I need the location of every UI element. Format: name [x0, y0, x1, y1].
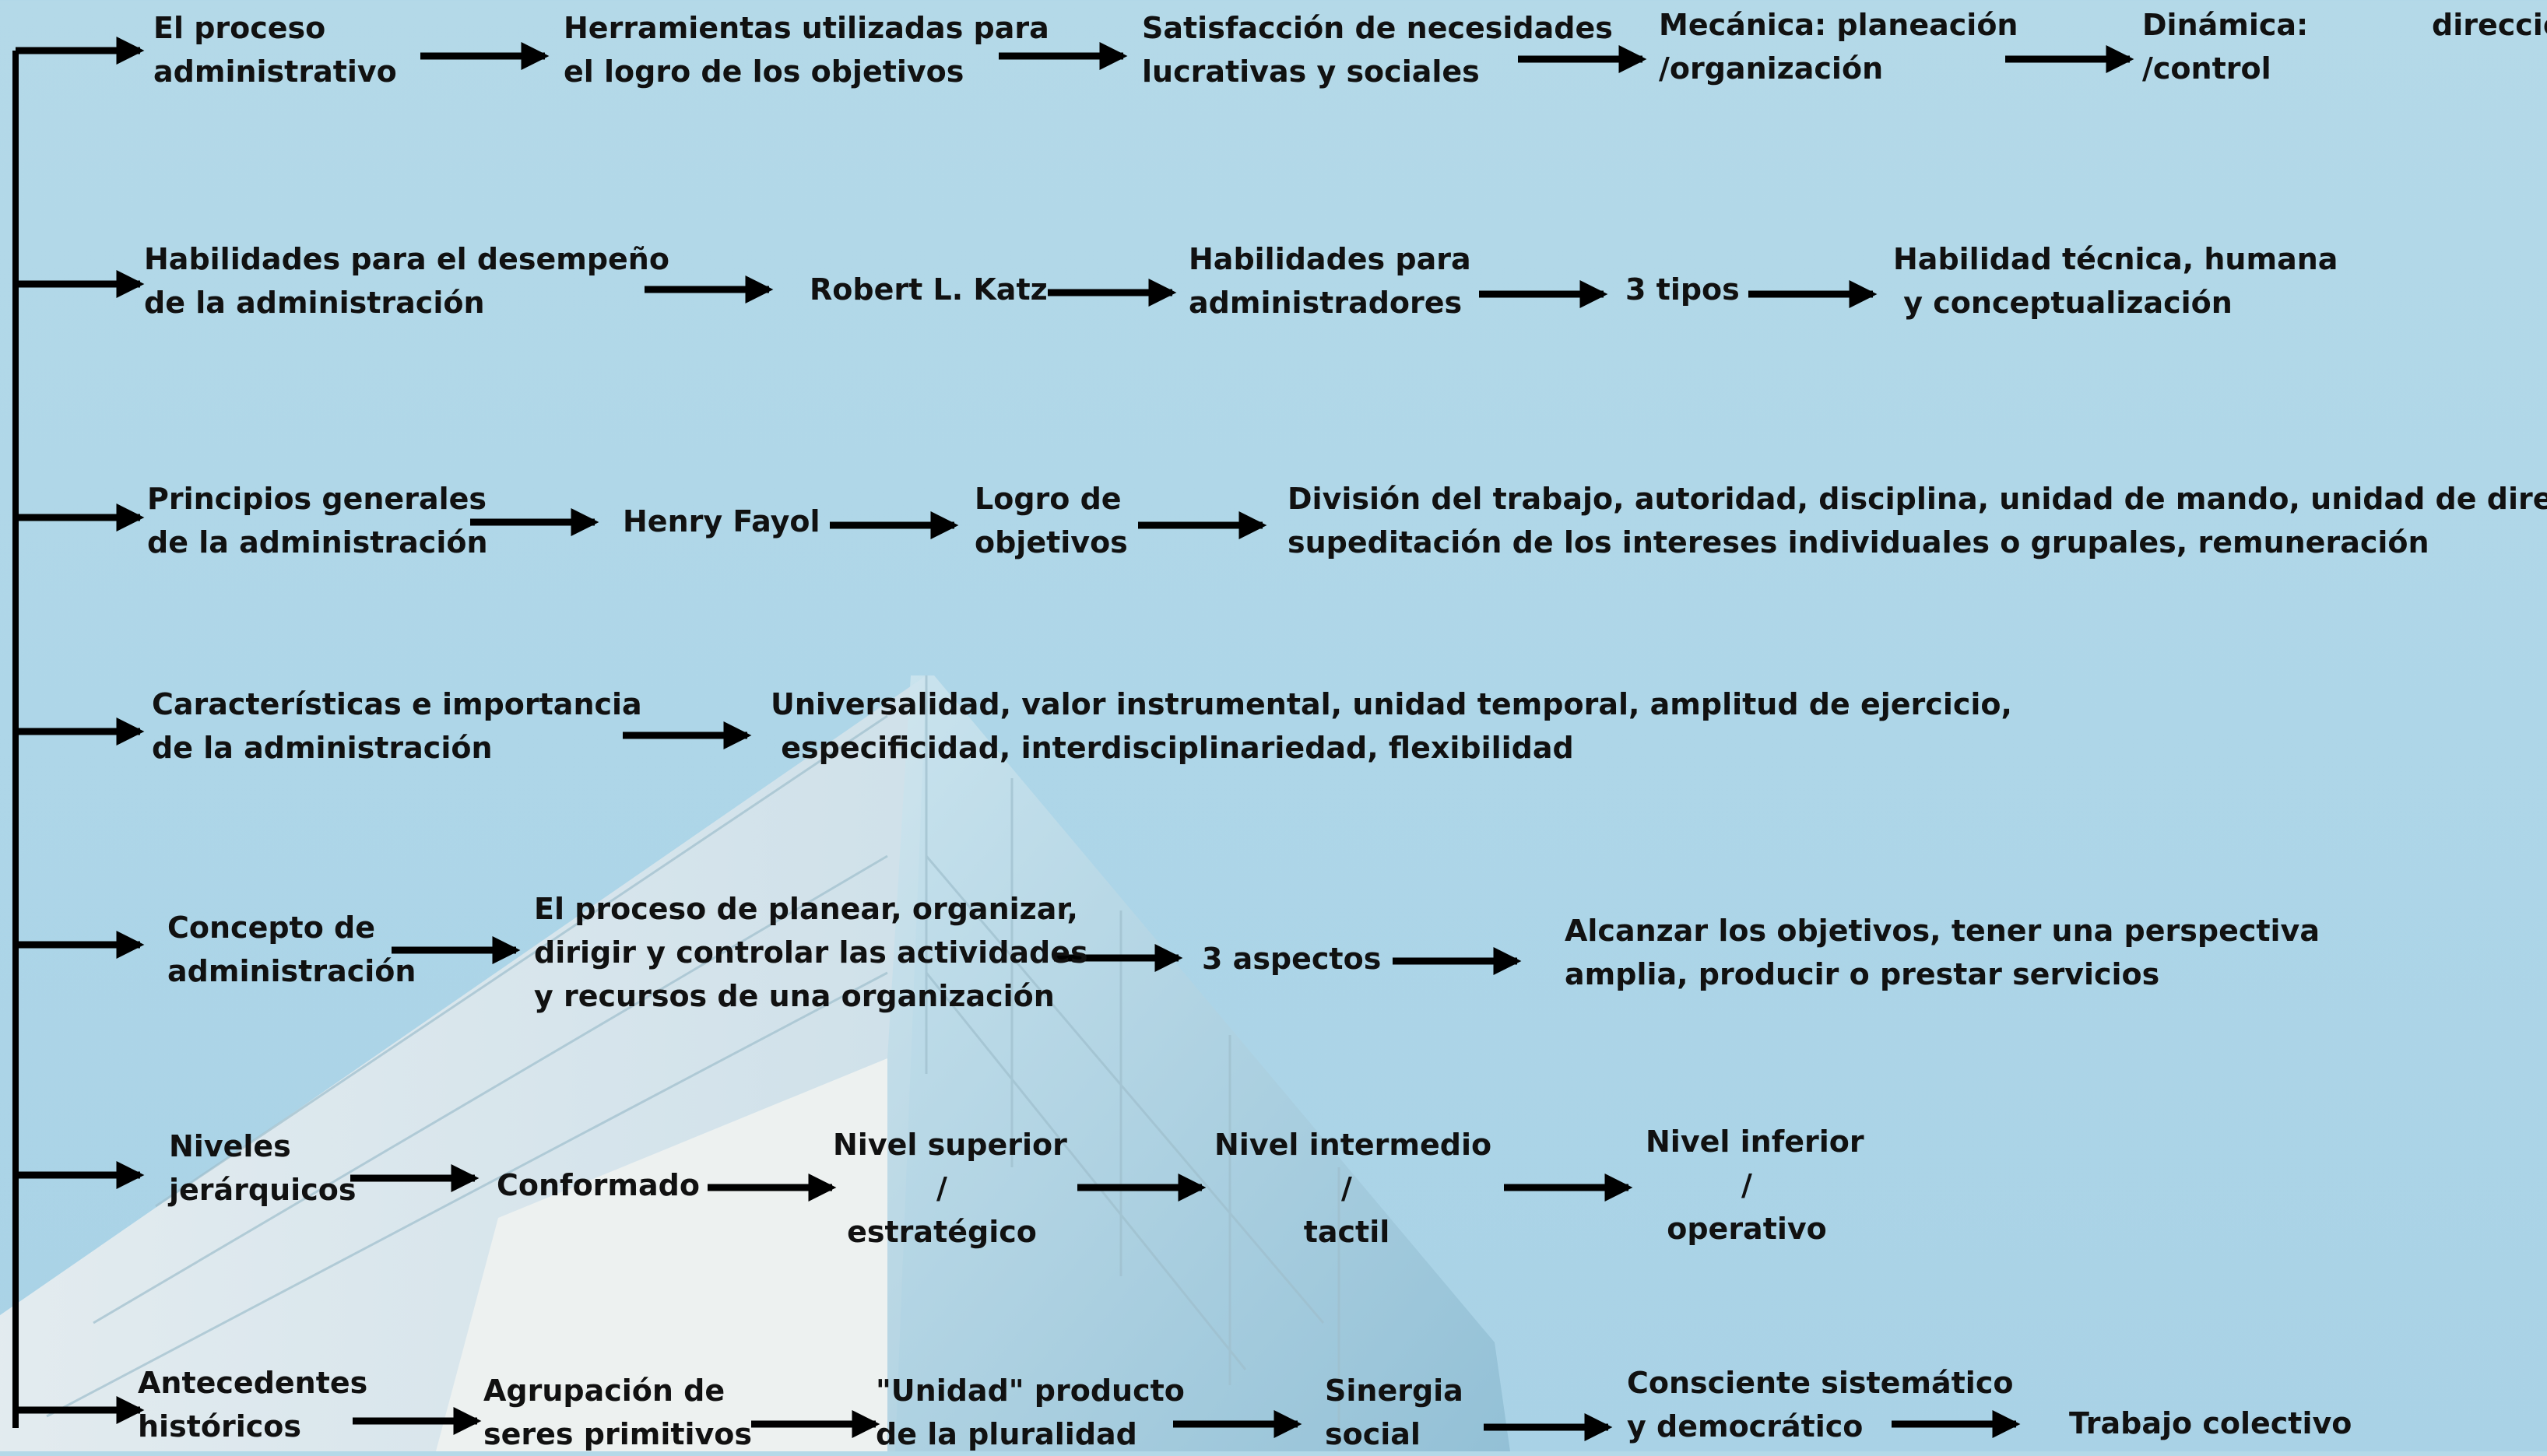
- node-text-line: Habilidad técnica, humana: [1893, 242, 2338, 276]
- node-text-line: de la administración: [152, 731, 493, 765]
- node-text-line: 3 tipos: [1625, 272, 1740, 307]
- node-text-line: Satisfacción de necesidades: [1142, 11, 1613, 45]
- node-text-line: Logro de: [975, 482, 1122, 516]
- node-text-line: jerárquicos: [169, 1173, 357, 1207]
- node-niveles-5: Nivel inferior / operativo: [1646, 1120, 1864, 1251]
- node-text-line: amplia, producir o prestar servicios: [1565, 957, 2160, 991]
- node-text-line: Habilidades para el desempeño: [144, 242, 669, 276]
- node-niveles-1: Niveles jerárquicos: [169, 1124, 356, 1212]
- node-text-line: social: [1325, 1417, 1421, 1451]
- node-text-line: administrativo: [153, 54, 397, 89]
- node-antecedentes-2: Agrupación de seres primitivos: [483, 1369, 752, 1456]
- node-text-line: Nivel superior: [833, 1128, 1067, 1162]
- node-text-line: Principios generales: [147, 482, 487, 516]
- node-text-line: de la pluralidad: [876, 1417, 1137, 1451]
- node-text-line: /control: [2142, 51, 2271, 86]
- node-text-line: División del trabajo, autoridad, discipl…: [1288, 482, 2547, 516]
- node-proceso-2: Herramientas utilizadas para el logro de …: [564, 6, 1049, 93]
- node-text-line: "Unidad" producto: [876, 1374, 1185, 1408]
- building-corner-glass: [887, 675, 1510, 1451]
- node-concepto-4: Alcanzar los objetivos, tener una perspe…: [1565, 909, 2320, 996]
- node-text-line: Trabajo colectivo: [2069, 1406, 2352, 1440]
- node-text-line: operativo: [1667, 1212, 1827, 1246]
- node-text-line: /organización: [1659, 51, 1884, 86]
- node-text-line: Concepto de: [167, 910, 376, 945]
- node-text-line: Herramientas utilizadas para: [564, 11, 1049, 45]
- node-niveles-3: Nivel superior / estratégico: [833, 1123, 1067, 1254]
- node-antecedentes-3: "Unidad" producto de la pluralidad: [876, 1369, 1185, 1456]
- node-text-line: objetivos: [975, 525, 1128, 560]
- node-text-line: estratégico: [847, 1215, 1037, 1249]
- node-text-line: Robert L. Katz: [810, 272, 1048, 307]
- node-text-line: 3 aspectos: [1202, 942, 1382, 976]
- node-principios-1: Principios generales de la administración: [147, 477, 488, 564]
- node-text-line: /: [936, 1171, 947, 1205]
- building-window-grid: [46, 675, 1340, 1451]
- node-text-line: administración: [167, 954, 416, 988]
- node-niveles-2: Conformado: [497, 1163, 700, 1207]
- node-text-line: Dinámica: dirección: [2142, 8, 2547, 42]
- node-habilidades-1: Habilidades para el desempeño de la admin…: [144, 237, 669, 325]
- node-text-line: /: [1741, 1168, 1752, 1202]
- node-text-line: Universalidad, valor instrumental, unida…: [771, 687, 2012, 721]
- node-text-line: Conformado: [497, 1168, 700, 1202]
- node-text-line: El proceso: [153, 11, 326, 45]
- node-text-line: Niveles: [169, 1129, 291, 1163]
- node-caracteristicas-2: Universalidad, valor instrumental, unida…: [771, 682, 2012, 770]
- node-niveles-4: Nivel intermedio / tactil: [1214, 1123, 1492, 1254]
- arrow-group: [12, 37, 2134, 1441]
- node-text-line: Mecánica: planeación: [1659, 8, 2018, 42]
- node-text-line: administradores: [1189, 286, 1463, 320]
- node-text-line: Habilidades para: [1189, 242, 1471, 276]
- node-proceso-4: Mecánica: planeación/organización: [1659, 3, 2018, 90]
- node-text-line: tactil: [1303, 1215, 1390, 1249]
- node-text-line: Alcanzar los objetivos, tener una perspe…: [1565, 914, 2320, 948]
- node-text-line: Henry Fayol: [623, 504, 820, 539]
- node-proceso-3: Satisfacción de necesidades lucrativas y …: [1142, 6, 1613, 93]
- node-habilidades-4: 3 tipos: [1625, 268, 1740, 311]
- node-concepto-1: Concepto de administración: [167, 906, 416, 993]
- node-text-line: El proceso de planear, organizar,: [534, 892, 1078, 926]
- node-text-line: Consciente sistemático: [1627, 1366, 2014, 1400]
- node-proceso-1: El proceso administrativo: [153, 6, 397, 93]
- node-antecedentes-4: Sinergia social: [1325, 1369, 1463, 1456]
- node-text-line: Nivel intermedio: [1214, 1128, 1492, 1162]
- node-text-line: lucrativas y sociales: [1142, 54, 1480, 89]
- node-text-line: el logro de los objetivos: [564, 54, 964, 89]
- node-antecedentes-5: Consciente sistemático y democrático: [1627, 1361, 2013, 1448]
- node-habilidades-5: Habilidad técnica, humana y conceptualiz…: [1893, 237, 2338, 325]
- node-text-line: de la administración: [144, 286, 485, 320]
- node-principios-3: Logro de objetivos: [975, 477, 1128, 564]
- node-concepto-3: 3 aspectos: [1202, 937, 1381, 981]
- node-text-line: dirigir y controlar las actividades: [534, 935, 1088, 970]
- node-text-line: Características e importancia: [152, 687, 642, 721]
- node-concepto-2: El proceso de planear, organizar, dirigir…: [534, 887, 1088, 1018]
- node-text-line: de la administración: [147, 525, 488, 560]
- node-text-line: Antecedentes: [138, 1366, 368, 1400]
- node-caracteristicas-1: Características e importancia de la admin…: [152, 682, 642, 770]
- node-habilidades-3: Habilidades para administradores: [1189, 237, 1471, 325]
- node-text-line: Nivel inferior: [1646, 1124, 1864, 1159]
- building-underside: [436, 1058, 887, 1451]
- node-habilidades-2: Robert L. Katz: [810, 268, 1048, 311]
- node-text-line: Agrupación de: [483, 1374, 725, 1408]
- node-text-line: históricos: [138, 1409, 301, 1444]
- node-antecedentes-1: Antecedentes históricos: [138, 1361, 367, 1448]
- node-text-line: seres primitivos: [483, 1417, 753, 1451]
- node-text-line: especificidad, interdisciplinariedad, fl…: [771, 731, 1574, 765]
- node-text-line: /: [1341, 1171, 1352, 1205]
- node-text-line: y democrático: [1627, 1409, 1864, 1444]
- node-principios-2: Henry Fayol: [623, 500, 820, 543]
- node-text-line: y conceptualización: [1893, 286, 2233, 320]
- node-proceso-5: Dinámica: dirección/control: [2142, 3, 2547, 90]
- node-text-line: y recursos de una organización: [534, 979, 1055, 1013]
- node-text-line: supeditación de los intereses individual…: [1288, 525, 2429, 560]
- node-principios-4: División del trabajo, autoridad, discipl…: [1288, 477, 2547, 564]
- node-text-line: Sinergia: [1325, 1374, 1463, 1408]
- node-antecedentes-6: Trabajo colectivo: [2069, 1402, 2352, 1445]
